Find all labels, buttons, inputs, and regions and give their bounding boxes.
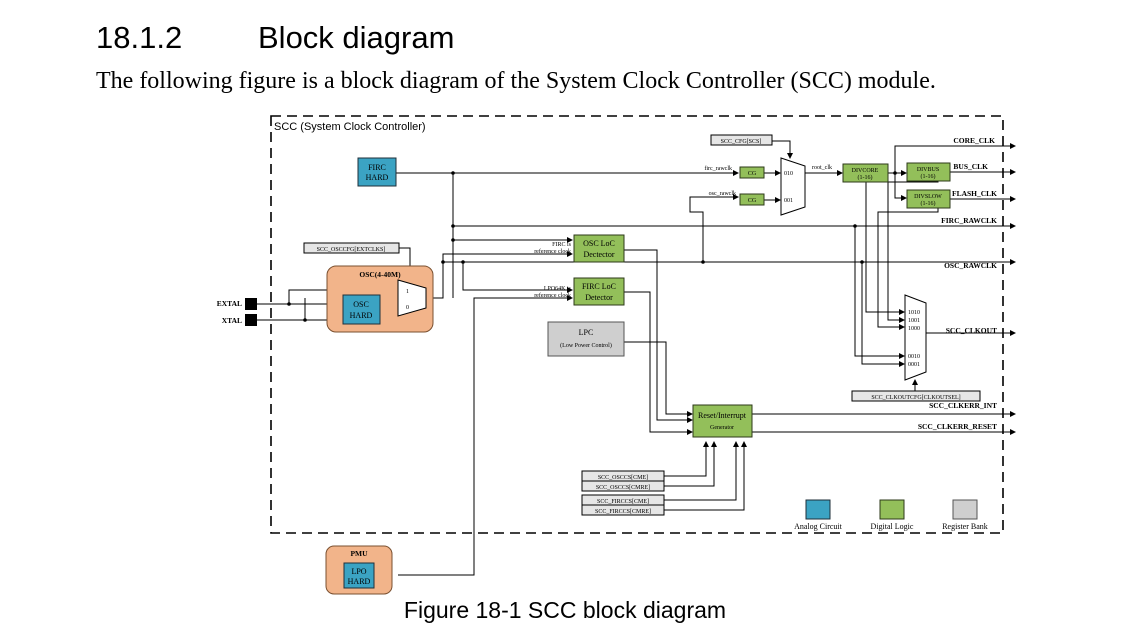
svg-text:0001: 0001 — [908, 362, 920, 368]
legend-digital: Digital Logic — [871, 499, 914, 531]
svg-text:1: 1 — [406, 289, 409, 295]
legend-register: Register Bank — [942, 499, 988, 531]
clkerr-int-label: SCC_CLKERR_INT — [929, 401, 997, 410]
clkoutcfg-register: SCC_CLKOUTCFG[CLKOUTSEL] — [851, 390, 981, 402]
svg-text:1001: 1001 — [908, 318, 920, 324]
svg-text:EXTAL: EXTAL — [217, 299, 242, 308]
firc-hard-block: FIRC HARD — [357, 157, 397, 187]
osccs-cmre-register: SCC_OSCCS[CMRE] — [581, 480, 665, 492]
svg-text:(1-16): (1-16) — [921, 200, 936, 207]
svg-text:Register Bank: Register Bank — [942, 522, 988, 531]
svg-text:1000: 1000 — [908, 326, 920, 332]
intro-paragraph: The following figure is a block diagram … — [96, 68, 936, 94]
svg-text:(1-16): (1-16) — [921, 173, 936, 180]
svg-text:LPO: LPO — [351, 567, 366, 576]
svg-text:LPC: LPC — [579, 328, 594, 337]
svg-text:Reset/Interrupt: Reset/Interrupt — [698, 411, 747, 420]
svg-text:Detector: Detector — [585, 293, 613, 302]
svg-text:Digital Logic: Digital Logic — [871, 522, 914, 531]
svg-text:HARD: HARD — [366, 173, 389, 182]
cfg-scs-register: SCC_CFG[SCS] — [710, 134, 773, 146]
osc-rawclk-label: OSC_RAWCLK — [944, 261, 997, 270]
svg-text:0: 0 — [406, 305, 409, 311]
section-heading: 18.1.2 Block diagram — [96, 20, 454, 56]
clock-gate-1: CG — [739, 166, 765, 179]
divslow-block: DIVSLOW (1-16) — [906, 189, 951, 209]
svg-text:OSC: OSC — [353, 300, 369, 309]
firc-loc-detector: FIRC LoC Detector — [573, 277, 625, 306]
osc-rawclk-in-label: osc_rawclk — [709, 191, 736, 197]
svg-text:SCC_CFG[SCS]: SCC_CFG[SCS] — [721, 139, 762, 145]
svg-text:CG: CG — [748, 198, 757, 204]
osc-hard-block: OSC HARD — [342, 294, 381, 325]
svg-text:SCC_OSCCS[CMRE]: SCC_OSCCS[CMRE] — [596, 485, 650, 491]
svg-text:CG: CG — [748, 171, 757, 177]
svg-text:1010: 1010 — [908, 310, 920, 316]
osccfg-extclks-register: SCC_OSCCFG[EXTCLKS] — [303, 242, 400, 254]
svg-text:HARD: HARD — [348, 577, 371, 586]
svg-text:FIRC: FIRC — [368, 163, 386, 172]
bus-clk-label: BUS_CLK — [953, 162, 988, 171]
clkerr-reset-label: SCC_CLKERR_RESET — [918, 422, 997, 431]
flash-clk-label: FLASH_CLK — [952, 189, 997, 198]
osccs-cme-register: SCC_OSCCS[CME] — [581, 470, 665, 482]
section-number: 18.1.2 — [96, 20, 183, 55]
svg-text:SCC_FIRCCS[CMRE]: SCC_FIRCCS[CMRE] — [595, 509, 651, 515]
firccs-cme-register: SCC_FIRCCS[CME] — [581, 494, 665, 506]
root-clk-label: root_clk — [812, 165, 832, 171]
divcore-block: DIVCORE (1-16) — [842, 163, 889, 183]
svg-text:010: 010 — [784, 171, 793, 177]
root-clock-mux: 010 001 — [780, 157, 806, 216]
xtal-pin: XTAL — [222, 314, 257, 326]
svg-text:Dectector: Dectector — [583, 250, 614, 259]
lpo-hard-block: LPO HARD — [343, 562, 375, 589]
clkout-mux: 1010 1001 1000 0010 0001 — [904, 294, 927, 381]
svg-text:SCC_CLKOUTCFG[CLKOUTSEL]: SCC_CLKOUTCFG[CLKOUTSEL] — [871, 395, 960, 401]
svg-text:(Low Power Control): (Low Power Control) — [560, 342, 612, 349]
svg-text:Generator: Generator — [710, 425, 734, 431]
osc-select-mux: 1 0 — [397, 279, 427, 317]
core-clk-label: CORE_CLK — [953, 136, 995, 145]
svg-text:0010: 0010 — [908, 354, 920, 360]
reset-interrupt-generator: Reset/Interrupt Generator — [692, 404, 753, 438]
extal-pin: EXTAL — [217, 298, 257, 310]
firc-reference-label-1: FIRC is — [552, 242, 572, 248]
svg-text:FIRC LoC: FIRC LoC — [582, 282, 616, 291]
clock-gate-2: CG — [739, 193, 765, 206]
divbus-block: DIVBUS (1-16) — [906, 162, 951, 182]
svg-text:DIVSLOW: DIVSLOW — [914, 194, 942, 200]
lpc-block: LPC (Low Power Control) — [547, 321, 625, 357]
svg-text:001: 001 — [784, 198, 793, 204]
figure-caption: Figure 18-1 SCC block diagram — [403, 597, 727, 623]
scc-container-label: SCC (System Clock Controller) — [274, 121, 426, 133]
firc-rawclk-label: FIRC_RAWCLK — [941, 216, 997, 225]
scc-clkout-label: SCC_CLKOUT — [946, 326, 997, 335]
osc-loc-detector: OSC LoC Dectector — [573, 234, 625, 263]
svg-text:OSC LoC: OSC LoC — [583, 239, 615, 248]
svg-text:OSC(4-40M): OSC(4-40M) — [359, 270, 401, 279]
firc-rawclk-in-label: firc_rawclk — [704, 165, 732, 172]
scc-container — [270, 115, 1004, 534]
svg-text:SCC_OSCCFG[EXTCLKS]: SCC_OSCCFG[EXTCLKS] — [317, 247, 386, 253]
svg-text:PMU: PMU — [350, 549, 368, 558]
section-title: Block diagram — [258, 20, 455, 55]
svg-text:SCC_OSCCS[CME]: SCC_OSCCS[CME] — [598, 475, 648, 481]
lpo-reference-label-1: LPO64K is — [544, 286, 572, 292]
svg-text:DIVBUS: DIVBUS — [917, 167, 939, 173]
firccs-cmre-register: SCC_FIRCCS[CMRE] — [581, 504, 665, 516]
legend-analog: Analog Circuit — [794, 499, 843, 531]
svg-text:Analog Circuit: Analog Circuit — [794, 522, 843, 531]
svg-text:DIVCORE: DIVCORE — [852, 168, 879, 174]
lpo-reference-label-2: reference clock — [534, 292, 571, 299]
firc-reference-label-2: reference clock — [534, 248, 571, 255]
svg-text:XTAL: XTAL — [222, 316, 242, 325]
svg-text:HARD: HARD — [350, 311, 373, 320]
svg-text:SCC_FIRCCS[CME]: SCC_FIRCCS[CME] — [597, 499, 649, 505]
svg-text:(1-16): (1-16) — [858, 174, 873, 181]
